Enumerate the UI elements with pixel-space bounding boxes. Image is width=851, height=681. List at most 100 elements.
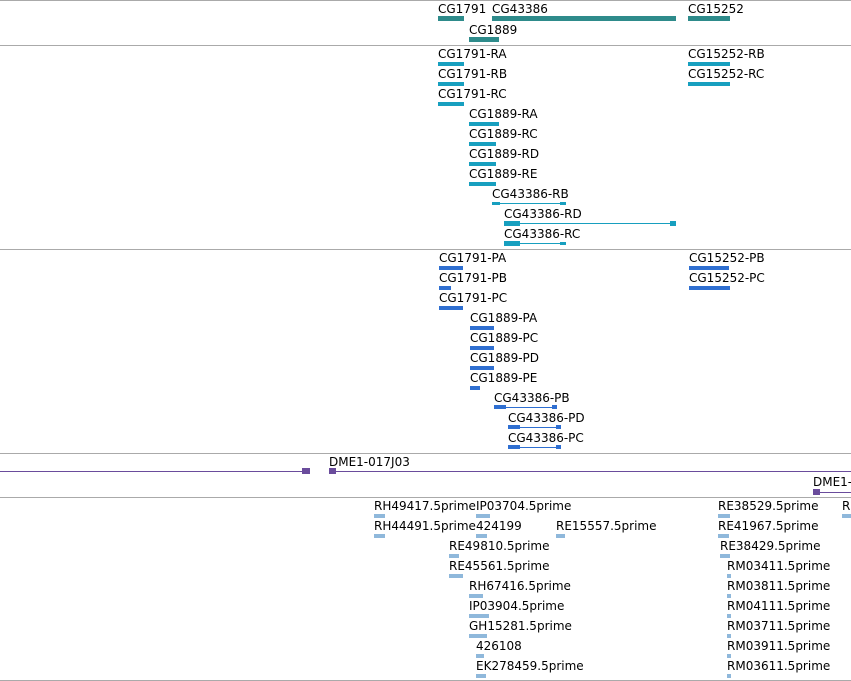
protein-label: CG15252-PC	[689, 271, 765, 285]
est-feature[interactable]	[374, 514, 385, 518]
transcript-label: CG1791-RC	[438, 87, 507, 101]
transcript-label: CG15252-RB	[688, 47, 765, 61]
est-label: RH44491.5prime	[374, 519, 476, 533]
clone-line	[813, 492, 851, 493]
transcript-feature[interactable]	[688, 62, 730, 66]
transcript-feature[interactable]	[670, 221, 676, 226]
transcript-feature[interactable]	[438, 102, 464, 106]
protein-feature[interactable]	[508, 445, 520, 449]
est-feature[interactable]	[727, 614, 731, 618]
transcript-feature[interactable]	[469, 182, 496, 186]
gene-label: CG1791	[438, 2, 487, 16]
est-label: RH67416.5prime	[469, 579, 571, 593]
est-feature[interactable]	[469, 594, 483, 598]
transcript-label: CG1791-RA	[438, 47, 507, 61]
est-feature[interactable]	[727, 574, 731, 578]
track-separator	[0, 453, 851, 454]
transcript-feature[interactable]	[492, 202, 500, 205]
protein-label: CG1889-PC	[470, 331, 539, 345]
gene-label: CG43386	[492, 2, 548, 16]
gene-feature[interactable]	[469, 37, 499, 42]
est-feature[interactable]	[727, 654, 731, 658]
gene-feature[interactable]	[438, 16, 464, 21]
gene-feature[interactable]	[492, 16, 676, 21]
protein-label: CG43386-PD	[508, 411, 585, 425]
transcript-feature[interactable]	[438, 62, 464, 66]
protein-feature[interactable]	[470, 326, 494, 330]
track-separator	[0, 497, 851, 498]
clone-label: DME1-017J03	[329, 455, 410, 469]
protein-feature[interactable]	[689, 286, 730, 290]
transcript-label: CG1889-RE	[469, 167, 538, 181]
protein-feature[interactable]	[470, 346, 494, 350]
gene-feature[interactable]	[688, 16, 730, 21]
est-feature[interactable]	[469, 614, 489, 618]
protein-feature[interactable]	[439, 306, 463, 310]
est-feature[interactable]	[374, 534, 385, 538]
est-label: RE38429.5prime	[720, 539, 821, 553]
protein-label: CG1791-PA	[439, 251, 507, 265]
est-label: RE49810.5prime	[449, 539, 550, 553]
transcript-feature[interactable]	[688, 82, 730, 86]
transcript-feature[interactable]	[560, 242, 566, 245]
est-feature[interactable]	[727, 634, 731, 638]
transcript-label: CG1791-RB	[438, 67, 508, 81]
protein-feature[interactable]	[494, 405, 506, 409]
protein-feature[interactable]	[439, 286, 451, 290]
clone-end-marker[interactable]	[302, 468, 310, 474]
transcript-intron-line	[504, 243, 566, 244]
protein-feature[interactable]	[439, 266, 463, 270]
transcript-feature[interactable]	[469, 142, 496, 146]
transcript-feature[interactable]	[504, 221, 520, 226]
est-feature[interactable]	[449, 554, 459, 558]
protein-label: CG1889-PD	[470, 351, 540, 365]
transcript-feature[interactable]	[504, 241, 520, 246]
track-separator	[0, 249, 851, 250]
est-label: 424199	[476, 519, 522, 533]
transcript-label: CG43386-RD	[504, 207, 582, 221]
transcript-label: CG1889-RA	[469, 107, 538, 121]
protein-feature[interactable]	[556, 445, 561, 449]
transcript-feature[interactable]	[469, 122, 499, 126]
est-label: RH49417.5prime	[374, 499, 476, 513]
est-feature[interactable]	[476, 654, 484, 658]
protein-label: CG43386-PB	[494, 391, 570, 405]
est-feature[interactable]	[718, 534, 729, 538]
protein-label: CG43386-PC	[508, 431, 584, 445]
est-label: RE38529.5prime	[718, 499, 819, 513]
transcript-feature[interactable]	[560, 202, 566, 205]
protein-feature[interactable]	[508, 425, 520, 429]
est-feature[interactable]	[476, 534, 487, 538]
est-label: RM04111.5prime	[727, 599, 831, 613]
transcript-feature[interactable]	[438, 82, 464, 86]
est-feature[interactable]	[476, 674, 486, 678]
est-label: GH15281.5prime	[469, 619, 572, 633]
est-feature[interactable]	[476, 514, 490, 518]
transcript-intron-line	[504, 223, 676, 224]
est-feature[interactable]	[449, 574, 463, 578]
protein-feature[interactable]	[556, 425, 561, 429]
est-feature[interactable]	[556, 534, 565, 538]
track-separator	[0, 0, 851, 1]
protein-feature[interactable]	[470, 386, 480, 390]
est-feature[interactable]	[727, 674, 731, 678]
transcript-label: CG1889-RC	[469, 127, 538, 141]
est-feature[interactable]	[720, 554, 730, 558]
clone-label: DME1-	[813, 475, 851, 489]
est-feature[interactable]	[718, 514, 730, 518]
transcript-feature[interactable]	[469, 162, 496, 166]
transcript-intron-line	[492, 203, 566, 204]
protein-feature[interactable]	[689, 266, 729, 270]
protein-feature[interactable]	[552, 405, 557, 409]
protein-label: CG1791-PB	[439, 271, 508, 285]
est-feature[interactable]	[727, 594, 731, 598]
est-feature[interactable]	[469, 634, 487, 638]
protein-feature[interactable]	[470, 366, 494, 370]
est-label: RM03611.5prime	[727, 659, 831, 673]
est-feature[interactable]	[842, 514, 851, 518]
est-label: RE45561.5prime	[449, 559, 550, 573]
est-label: 426108	[476, 639, 522, 653]
est-label: RM03811.5prime	[727, 579, 831, 593]
est-label: EK278459.5prime	[476, 659, 584, 673]
